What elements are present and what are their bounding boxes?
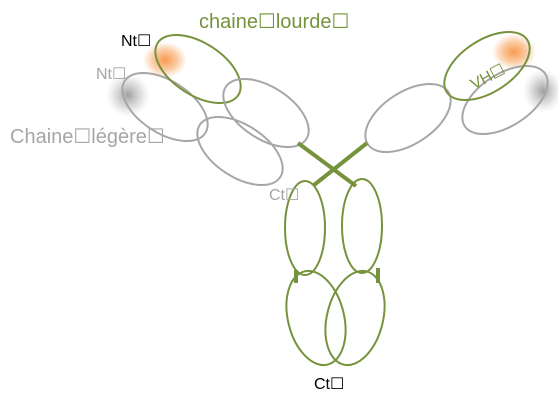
heavy-chain-left-constant xyxy=(222,77,310,149)
nt-heavy-label: Nt☐ xyxy=(121,33,151,50)
hinge-left xyxy=(296,141,358,188)
epitope-glow-right-orange xyxy=(492,34,536,70)
fc-domain-right-upper xyxy=(341,178,383,274)
light-chain-right-constant xyxy=(364,82,452,154)
vh-label: VH☐ xyxy=(468,61,508,93)
epitope-glow-left-orange xyxy=(143,42,187,78)
light-chain-label: Chaine☐légère☐ xyxy=(10,126,165,148)
ct-hinge-label: Ct☐ xyxy=(269,187,299,204)
fc-domain-right-lower xyxy=(324,269,386,367)
ct-bottom-label: Ct☐ xyxy=(314,376,344,393)
fc-domain-left-lower xyxy=(285,269,347,367)
epitope-glow-left-grey xyxy=(106,73,150,117)
heavy-chain-right-variable xyxy=(443,30,531,102)
light-chain-right-variable xyxy=(461,64,549,136)
epitope-glow-right-grey xyxy=(523,69,558,113)
fc-domain-left-upper xyxy=(284,180,326,276)
heavy-chain-label: chaine☐lourde☐ xyxy=(199,11,349,33)
light-chain-left-variable xyxy=(121,71,209,143)
heavy-chain-left-variable xyxy=(154,33,242,105)
nt-light-label: Nt☐ xyxy=(96,66,126,83)
hinge-right xyxy=(312,141,369,187)
light-chain-left-constant xyxy=(196,115,284,187)
